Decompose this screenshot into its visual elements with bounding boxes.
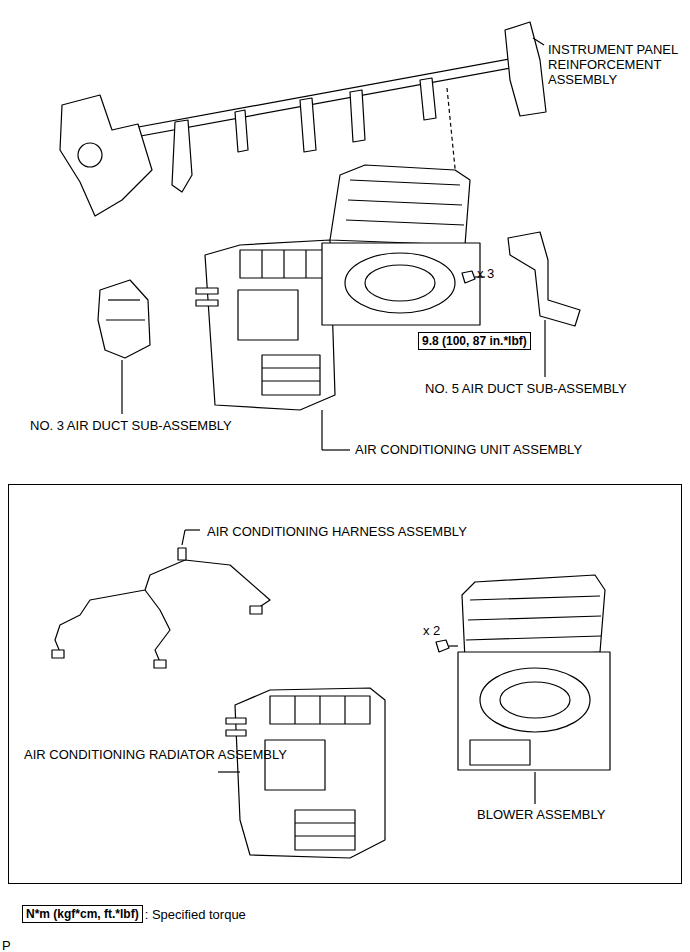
torque-value: 9.8 (100, 87 in.*lbf) [422, 334, 527, 348]
harness-drawing [52, 530, 270, 668]
part-name: NO. 5 AIR DUCT SUB-ASSEMBLY [425, 381, 627, 396]
quantity: x 2 [423, 623, 440, 638]
torque-value: N*m (kgf*cm, ft.*lbf) [26, 907, 139, 921]
quantity: x 3 [477, 266, 494, 281]
part-name: BLOWER ASSEMBLY [477, 807, 605, 822]
part-name: INSTRUMENT PANEL REINFORCEMENT ASSEMBLY [548, 42, 683, 87]
blower-drawing [436, 575, 610, 804]
legend-torque-box: N*m (kgf*cm, ft.*lbf) [22, 905, 143, 923]
ac-unit-drawing [196, 165, 485, 450]
reinforcement-drawing [60, 22, 546, 268]
radiator-drawing [218, 688, 385, 858]
part-name: NO. 3 AIR DUCT SUB-ASSEMBLY [30, 418, 232, 433]
figure-code: P [2, 938, 11, 952]
part-name: AIR CONDITIONING RADIATOR ASSEMBLY [24, 747, 174, 762]
part-name: AIR CONDITIONING UNIT ASSEMBLY [355, 442, 582, 457]
torque-box: 9.8 (100, 87 in.*lbf) [418, 332, 531, 350]
component-frame: AIR CONDITIONING HARNESS ASSEMBLY x 2 AIR … [8, 484, 682, 884]
legend-text: : Specified torque [145, 907, 246, 922]
part-name: AIR CONDITIONING HARNESS ASSEMBLY [207, 524, 467, 539]
